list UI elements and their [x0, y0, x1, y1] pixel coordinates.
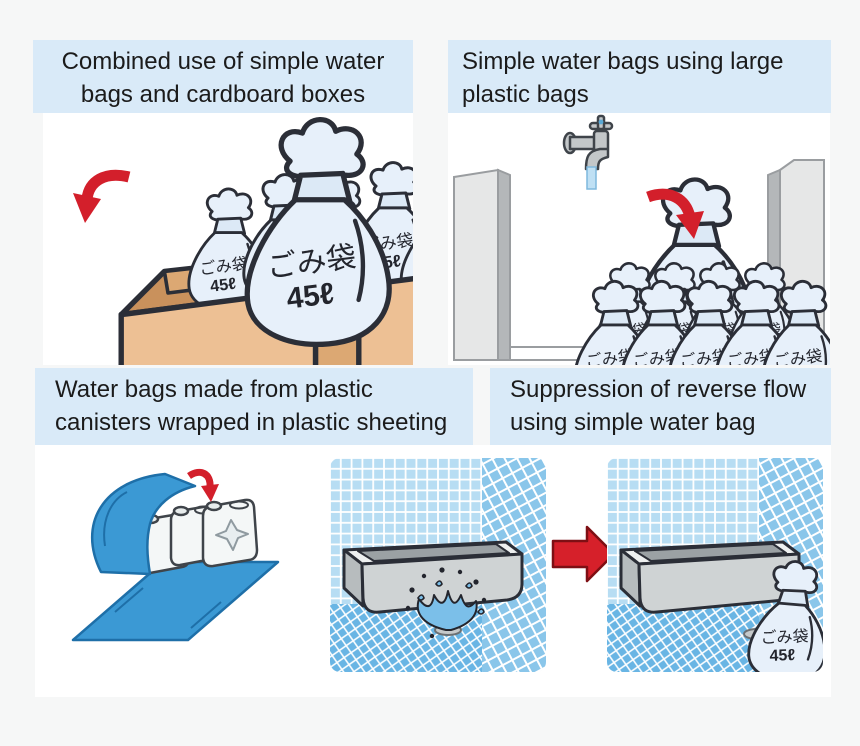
plastic-sheet-strip — [71, 560, 280, 642]
plastic-sheet-flap — [90, 472, 197, 576]
title-reverse-flow-line2: using simple water bag — [510, 409, 756, 436]
title-combined-use: Combined use of simple water bags and ca… — [33, 40, 413, 113]
title-combined-use-line1: Combined use of simple water — [61, 48, 385, 75]
title-canisters: Water bags made from plastic canisters w… — [35, 368, 473, 445]
red-arrow-icon — [187, 469, 219, 502]
right-block-arrow-icon — [551, 525, 616, 583]
title-reverse-flow-line1: Suppression of reverse flow — [510, 376, 807, 403]
faucet-icon — [562, 114, 614, 171]
title-reverse-flow: Suppression of reverse flow using simple… — [490, 368, 831, 445]
canister-x-emboss — [215, 519, 249, 551]
title-canisters-line2: canisters wrapped in plastic sheeting — [55, 409, 448, 436]
illustration-backflow-before — [330, 458, 546, 672]
title-large-plastic-bags-line1: Simple water bags using large — [462, 48, 784, 75]
title-large-plastic-bags-line2: plastic bags — [462, 81, 589, 108]
red-arrow-icon — [73, 169, 131, 223]
red-arrow-icon — [646, 188, 704, 239]
plastic-canister — [201, 498, 259, 568]
tile-floor — [607, 604, 759, 672]
water-stream — [586, 166, 597, 190]
illustration-bags-large-plastic — [448, 113, 830, 365]
left-wall — [453, 168, 511, 361]
water-splash — [405, 567, 487, 639]
title-large-plastic-bags: Simple water bags using large plastic ba… — [448, 40, 831, 113]
illustration-backflow-after — [607, 458, 823, 672]
illustration-bags-in-boxes — [43, 113, 413, 365]
title-canisters-line1: Water bags made from plastic — [55, 376, 373, 403]
title-combined-use-line2: bags and cardboard boxes — [80, 81, 366, 108]
illustration-canisters-sheet — [43, 450, 323, 697]
